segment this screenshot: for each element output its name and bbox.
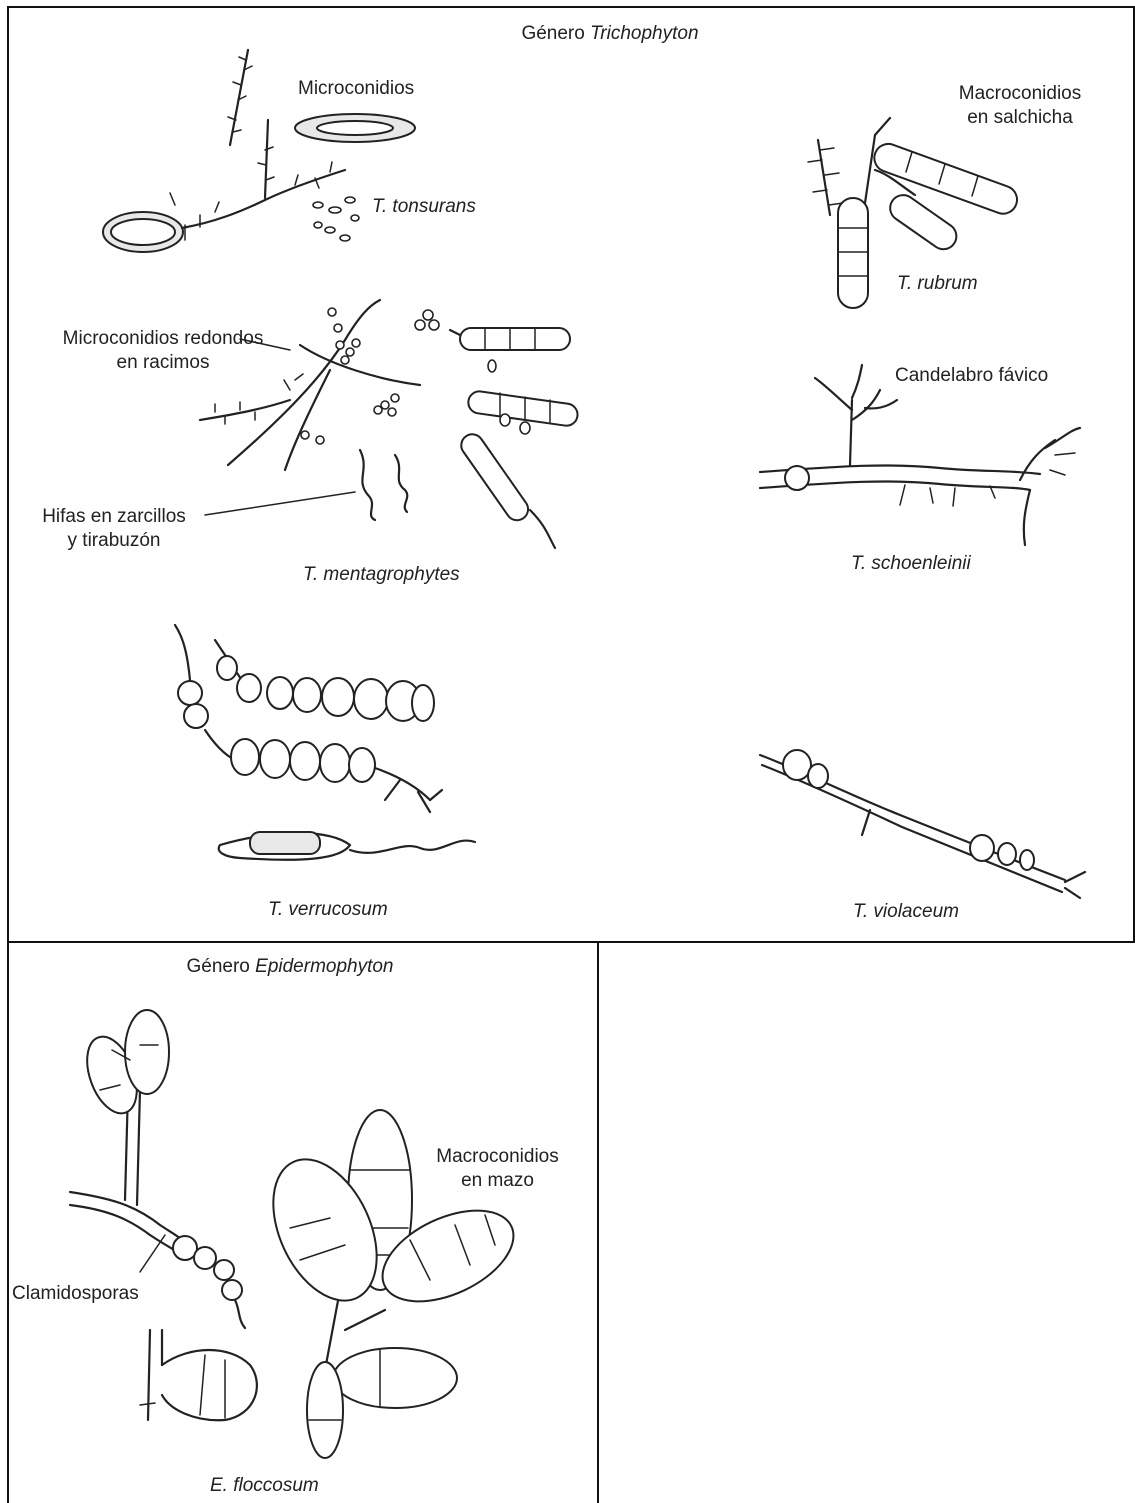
label-macroconidios-mazo: Macroconidios en mazo	[415, 1145, 580, 1193]
label-clamidosporas: Clamidosporas	[12, 1282, 139, 1306]
label-line: Macroconidios	[415, 1145, 580, 1169]
genus-name: Epidermophyton	[255, 956, 393, 977]
genus-prefix: Género	[186, 956, 249, 977]
floccosum-drawing	[70, 1010, 528, 1458]
epidermophyton-genus-title: Género Epidermophyton	[140, 955, 440, 979]
label-line: en mazo	[415, 1169, 580, 1193]
species-label-floccosum: E. floccosum	[210, 1474, 319, 1498]
